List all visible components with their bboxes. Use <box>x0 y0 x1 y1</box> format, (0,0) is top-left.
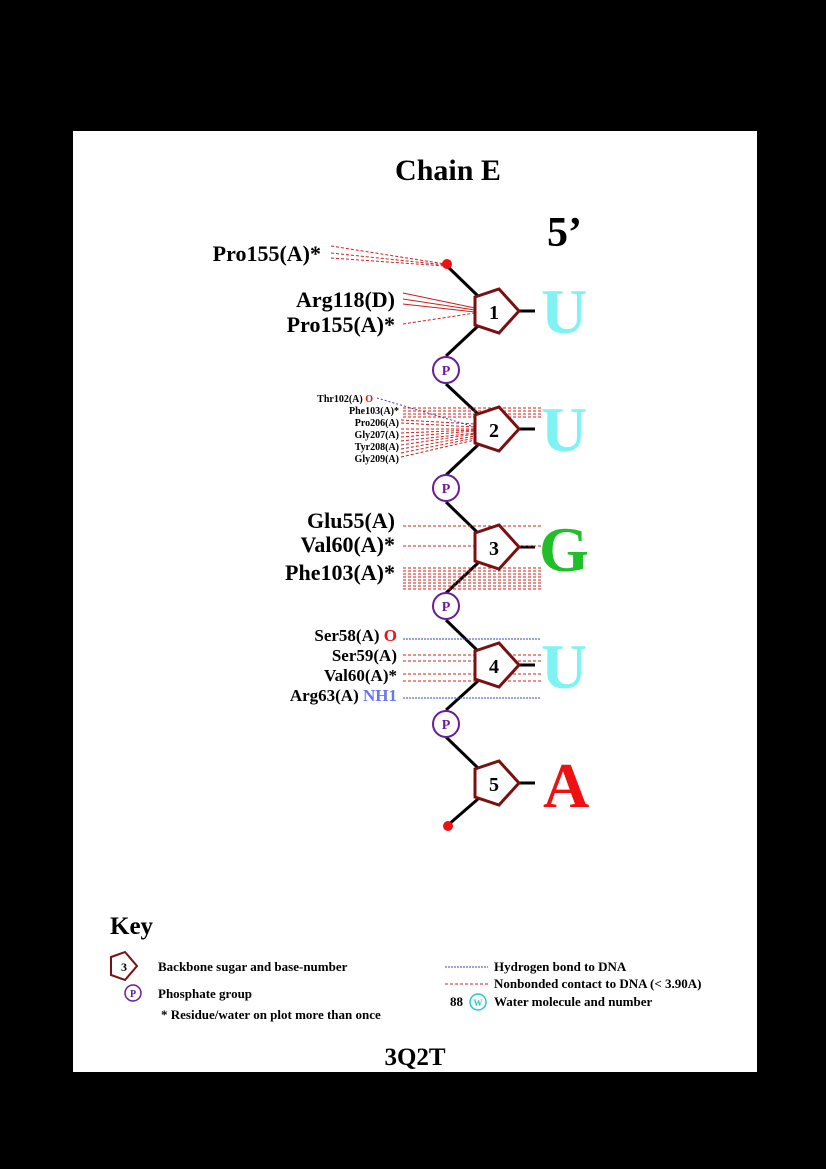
residue-label: Arg118(D) <box>296 287 395 312</box>
sugar-4: 4 <box>473 641 522 689</box>
sugar-number: 4 <box>489 656 499 678</box>
residue-label: Glu55(A) <box>307 508 395 533</box>
sugar-3: 3 <box>473 523 522 571</box>
sugar-number: 2 <box>489 420 499 442</box>
residue-label: Thr102(A) O <box>317 394 373 405</box>
residue-label: Ser58(A) O <box>314 626 397 645</box>
sugar-number: 5 <box>489 774 499 796</box>
residue-label: Arg63(A) NH1 <box>290 686 397 705</box>
sugar-1: 1 <box>473 287 522 335</box>
chain-title: Chain E <box>395 154 501 187</box>
residue-label: Phe103(A)* <box>349 406 399 417</box>
terminal-atom-3prime <box>443 821 453 831</box>
residue-label: Pro155(A)* <box>287 312 395 337</box>
terminal-atom-5prime <box>442 259 452 269</box>
svg-text:P: P <box>130 989 136 1000</box>
backbone <box>444 263 535 827</box>
key: Key 3 Backbone sugar and base-number P P… <box>110 913 701 1022</box>
water-icon: W <box>469 993 487 1011</box>
base-1: U <box>541 276 587 347</box>
nucleotide-contact-diagram: Chain E 5’ <box>110 154 701 1071</box>
phosphate-label: P <box>442 364 451 379</box>
pdb-id: 3Q2T <box>384 1044 445 1071</box>
key-hbond-label: Hydrogen bond to DNA <box>494 959 627 974</box>
phosphate-2: P <box>432 474 460 502</box>
sugar-2: 2 <box>473 405 522 453</box>
phosphate-label: P <box>442 482 451 497</box>
svg-text:3: 3 <box>121 960 127 974</box>
residue-label: Phe103(A)* <box>285 560 395 585</box>
phosphate-4: P <box>432 710 460 738</box>
sugar-number: 3 <box>489 538 499 560</box>
residue-label: Gly209(A) <box>355 454 399 465</box>
residue-label: Val60(A)* <box>300 532 395 557</box>
key-phosphate-label: Phosphate group <box>158 986 252 1001</box>
residue-label: Val60(A)* <box>324 666 397 685</box>
residue-label: Pro155(A)* <box>213 241 321 266</box>
five-prime-label: 5’ <box>547 210 582 256</box>
base-4: U <box>541 631 587 702</box>
key-sugar-label: Backbone sugar and base-number <box>158 959 348 974</box>
residue-label: Gly207(A) <box>355 430 399 441</box>
contact-lines <box>330 245 541 699</box>
base-3: G <box>539 514 589 585</box>
phosphate-3: P <box>432 592 460 620</box>
base-2: U <box>541 394 587 465</box>
phosphate-label: P <box>442 600 451 615</box>
key-phosphate-symbol: P <box>124 984 142 1002</box>
phosphate-1: P <box>432 356 460 384</box>
base-5: A <box>543 750 589 821</box>
key-sugar-symbol: 3 <box>110 950 139 982</box>
svg-text:W: W <box>474 998 483 1008</box>
residue-label: Pro206(A) <box>355 418 399 429</box>
key-water-label: Water molecule and number <box>494 994 653 1009</box>
diagram-panel: Chain E 5’ <box>73 131 757 1072</box>
residue-label: Ser59(A) <box>332 646 397 665</box>
residue-label: Tyr208(A) <box>355 442 399 453</box>
key-repeat-note: * Residue/water on plot more than once <box>161 1007 381 1022</box>
sugar-5: 5 <box>473 759 522 807</box>
phosphate-label: P <box>442 718 451 733</box>
sugar-number: 1 <box>489 302 499 324</box>
key-water-number: 88 <box>450 994 464 1009</box>
key-nonbonded-label: Nonbonded contact to DNA (< 3.90A) <box>494 976 701 991</box>
key-title: Key <box>110 913 154 940</box>
